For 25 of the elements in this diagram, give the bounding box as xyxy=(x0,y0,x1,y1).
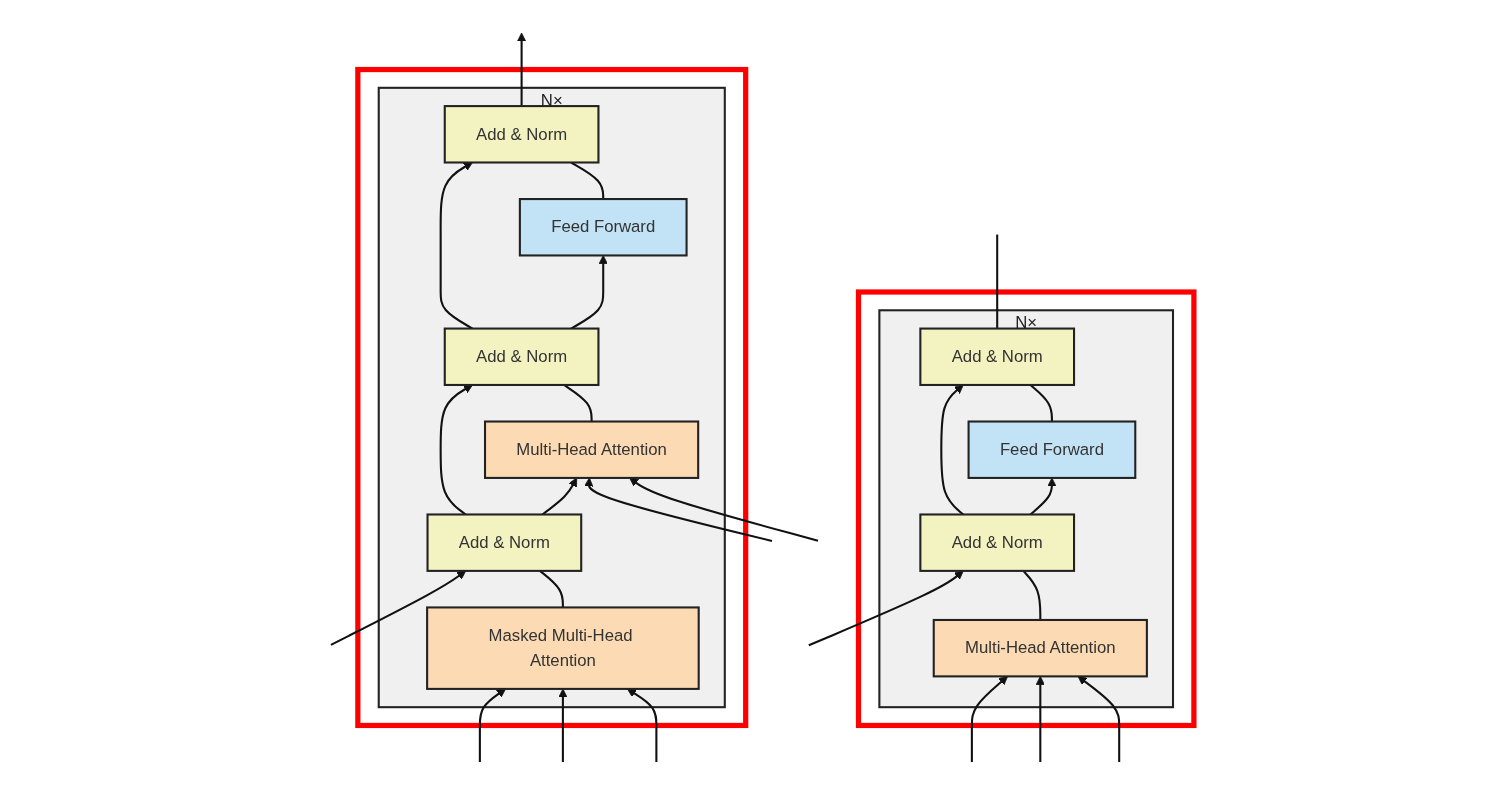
arrow xyxy=(808,570,964,647)
connector xyxy=(539,570,564,608)
arrow xyxy=(517,32,527,107)
arrow xyxy=(478,688,506,762)
node-box: Add & Norm xyxy=(443,105,600,164)
arrow xyxy=(330,570,467,646)
node-box: Add & Norm xyxy=(426,513,583,572)
node-box: Feed Forward xyxy=(967,420,1137,479)
node-box: Multi-Head Attention xyxy=(932,618,1148,678)
arrow xyxy=(627,688,658,762)
connector xyxy=(996,234,999,329)
cluster xyxy=(855,289,1197,729)
node-box: Add & Norm xyxy=(443,327,600,386)
node-box: Add & Norm xyxy=(919,327,1076,386)
arrow xyxy=(558,688,568,762)
node-box: Multi-Head Attention xyxy=(484,420,700,479)
arrow xyxy=(584,477,773,542)
arrow xyxy=(629,477,819,542)
node-box: Feed Forward xyxy=(518,198,688,257)
node-box: Add & Norm xyxy=(919,513,1076,572)
cluster xyxy=(355,66,749,729)
node-box: Masked Multi-Head Attention xyxy=(426,606,700,690)
connector xyxy=(1029,384,1053,422)
connector xyxy=(1022,570,1042,620)
connector xyxy=(563,384,593,422)
